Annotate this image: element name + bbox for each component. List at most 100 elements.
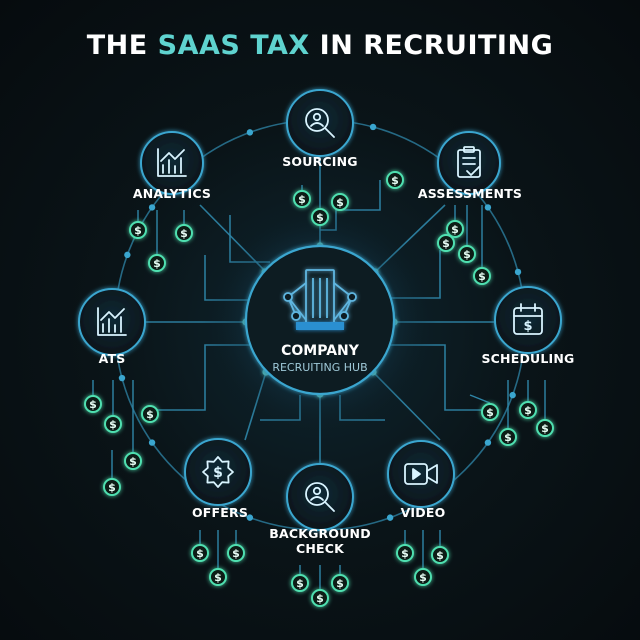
coin-ring bbox=[291, 574, 309, 592]
node-analytics bbox=[140, 131, 204, 195]
arc-dot bbox=[148, 204, 156, 211]
coin-ring bbox=[536, 419, 554, 437]
coin-ring bbox=[227, 544, 245, 562]
coin-ring bbox=[293, 190, 311, 208]
node-scheduling: $ bbox=[494, 286, 562, 354]
label-ats: ATS bbox=[98, 351, 126, 366]
network-node bbox=[347, 292, 357, 302]
arc-dot bbox=[246, 129, 254, 136]
dollar-coin: $ bbox=[291, 574, 309, 592]
dollar-coin: $ bbox=[519, 401, 537, 419]
coin-symbol: $ bbox=[316, 211, 324, 224]
dollar-coin: $ bbox=[473, 267, 491, 285]
network-node bbox=[339, 311, 349, 321]
coin-ring bbox=[431, 546, 449, 564]
dollar-coin: $ bbox=[331, 574, 349, 592]
dollar-coin: $ bbox=[209, 568, 227, 586]
bar-chart-icon bbox=[97, 307, 127, 336]
coin-symbol: $ bbox=[108, 481, 116, 494]
dollar-coin: $ bbox=[481, 403, 499, 421]
dollar-coin: $ bbox=[104, 415, 122, 433]
coin-symbol: $ bbox=[336, 577, 344, 590]
hub-title: COMPANY bbox=[281, 343, 359, 359]
dollar-coin: $ bbox=[431, 546, 449, 564]
coin-symbol: $ bbox=[89, 398, 97, 411]
coin-symbol: $ bbox=[213, 465, 223, 481]
dollar-badge-icon: $ bbox=[202, 456, 234, 488]
label-scheduling: SCHEDULING bbox=[481, 351, 575, 366]
dollar-coin: $ bbox=[141, 405, 159, 423]
dollar-coin: $ bbox=[331, 193, 349, 211]
coin-symbol: $ bbox=[451, 223, 459, 236]
coin-ring bbox=[124, 452, 142, 470]
arc-dot bbox=[246, 514, 254, 521]
label-offers: OFFERS bbox=[191, 505, 249, 520]
label-assessments: ASSESSMENTS bbox=[417, 186, 523, 201]
arc-dot bbox=[484, 439, 492, 446]
dollar-coin: $ bbox=[386, 171, 404, 189]
clipboard-check-icon bbox=[457, 146, 481, 178]
coin-ring bbox=[458, 245, 476, 263]
arc-dot bbox=[484, 204, 492, 211]
arc-dot bbox=[148, 439, 156, 446]
coin-ring bbox=[396, 544, 414, 562]
coin-symbol: $ bbox=[523, 319, 532, 334]
network-node bbox=[291, 311, 301, 321]
title-highlight: SAAS TAX bbox=[157, 30, 310, 61]
dollar-coin: $ bbox=[84, 395, 102, 413]
coin-ring bbox=[473, 267, 491, 285]
network-links bbox=[287, 282, 353, 321]
network-node bbox=[283, 292, 293, 302]
coin-stem bbox=[469, 394, 491, 404]
search-person-icon bbox=[305, 108, 335, 138]
label-analytics: ANALYTICS bbox=[132, 186, 212, 201]
dollar-coin: $ bbox=[129, 221, 147, 239]
coin-symbol: $ bbox=[109, 418, 117, 431]
tool-nodes: $$ bbox=[78, 89, 562, 531]
coin-ring bbox=[104, 415, 122, 433]
node-ring bbox=[184, 438, 252, 506]
coin-symbol: $ bbox=[134, 224, 142, 237]
coin-ring bbox=[386, 171, 404, 189]
node-assessments bbox=[437, 131, 501, 195]
coin-ring bbox=[446, 220, 464, 238]
coin-ring bbox=[141, 405, 159, 423]
node-ring bbox=[140, 131, 204, 195]
coin-ring bbox=[331, 193, 349, 211]
dollar-coin: $ bbox=[458, 245, 476, 263]
title-prefix: THE bbox=[86, 30, 148, 61]
coin-ring bbox=[103, 478, 121, 496]
hub-subtitle: RECRUITING HUB bbox=[272, 361, 368, 374]
dollar-coin: $ bbox=[148, 254, 166, 272]
coin-symbol: $ bbox=[478, 270, 486, 283]
arc-dot bbox=[369, 123, 377, 131]
node-video bbox=[387, 440, 455, 508]
coin-ring bbox=[519, 401, 537, 419]
search-person-icon bbox=[305, 482, 335, 512]
coin-ring bbox=[499, 428, 517, 446]
coin-symbol: $ bbox=[214, 571, 222, 584]
cost-coins: $$$$$$$$$$$$$$$$$$$$$$$$$$$$$ bbox=[84, 171, 554, 607]
coin-ring bbox=[414, 568, 432, 586]
node-ats bbox=[78, 288, 146, 356]
coin-ring bbox=[191, 544, 209, 562]
coin-ring bbox=[311, 208, 329, 226]
coin-symbol: $ bbox=[336, 196, 344, 209]
hub bbox=[202, 202, 438, 438]
dollar-coin: $ bbox=[227, 544, 245, 562]
coin-ring bbox=[84, 395, 102, 413]
node-sourcing bbox=[286, 89, 354, 157]
label-sourcing: SOURCING bbox=[282, 154, 358, 169]
coin-ring bbox=[175, 224, 193, 242]
coin-symbol: $ bbox=[180, 227, 188, 240]
arc-dot bbox=[386, 514, 394, 521]
dollar-coin: $ bbox=[191, 544, 209, 562]
building-network-icon bbox=[283, 269, 357, 330]
coin-symbol: $ bbox=[129, 455, 137, 468]
title-suffix: IN RECRUITING bbox=[319, 30, 554, 61]
coin-symbol: $ bbox=[296, 577, 304, 590]
node-ring bbox=[494, 286, 562, 354]
coin-symbol: $ bbox=[391, 174, 399, 187]
coin-ring bbox=[129, 221, 147, 239]
